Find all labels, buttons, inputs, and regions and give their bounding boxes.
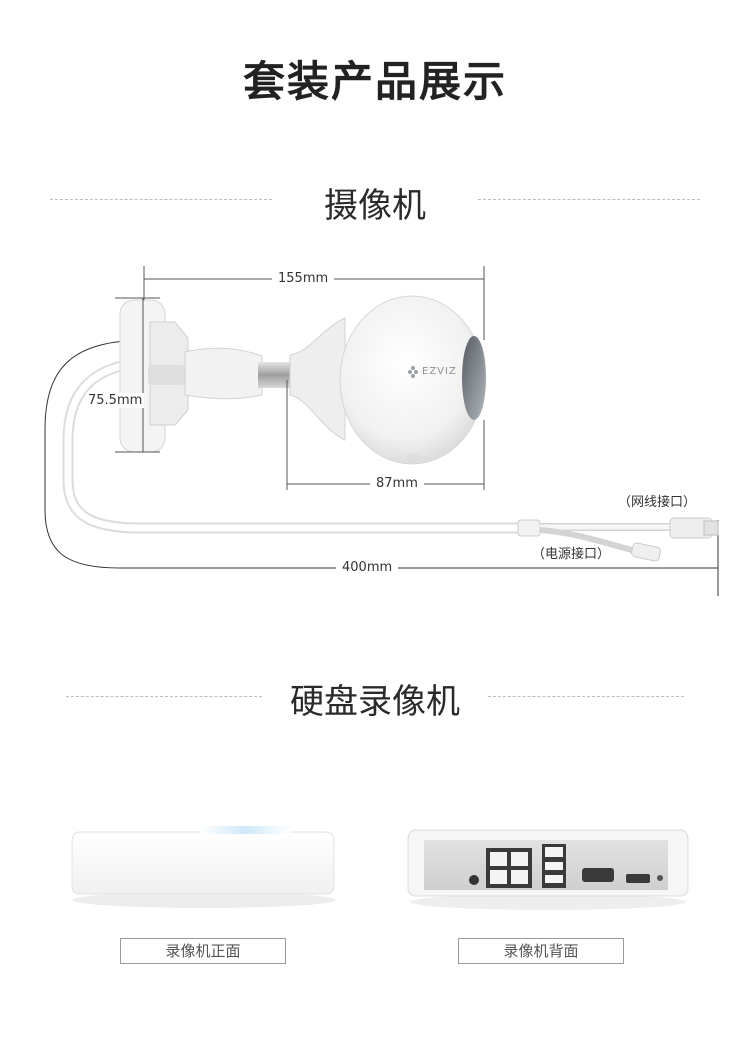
hdmi-port-icon [626,874,650,883]
mount-rod [258,362,294,388]
divider-left-2 [66,696,262,697]
dim-height-label: 75.5mm [86,393,145,408]
dim-depth-label: 87mm [370,476,424,491]
nvr-front-image [71,826,336,908]
camera-section-heading: 摄像机 [324,186,426,226]
divider-right [478,199,700,200]
dim-width-label: 155mm [272,271,335,286]
power-port-label: （电源接口） [532,547,611,562]
camera-brand-label: EZVIZ [422,366,457,377]
dim-cable-label: 400mm [336,560,399,575]
ezviz-logo [408,366,418,378]
camera-diagram [44,266,719,596]
ground-screw-icon [657,875,663,881]
power-connector [631,542,661,562]
divider-right-2 [488,696,684,697]
lan-usb-ports-icon [542,844,566,888]
nvr-back-caption: 录像机背面 [458,938,624,964]
cable-length-guide [44,339,719,596]
nvr-front-caption: 录像机正面 [120,938,286,964]
vga-port-icon [582,868,614,882]
nvr-section-heading: 硬盘录像机 [290,682,460,722]
power-jack-icon [469,875,479,885]
poe-ports-icon [486,848,532,888]
camera-lens [462,336,486,420]
network-port-label: （网线接口） [618,495,697,510]
nvr-back-image [407,829,689,910]
divider-left [50,199,272,200]
page-title: 套装产品展示 [242,57,507,106]
